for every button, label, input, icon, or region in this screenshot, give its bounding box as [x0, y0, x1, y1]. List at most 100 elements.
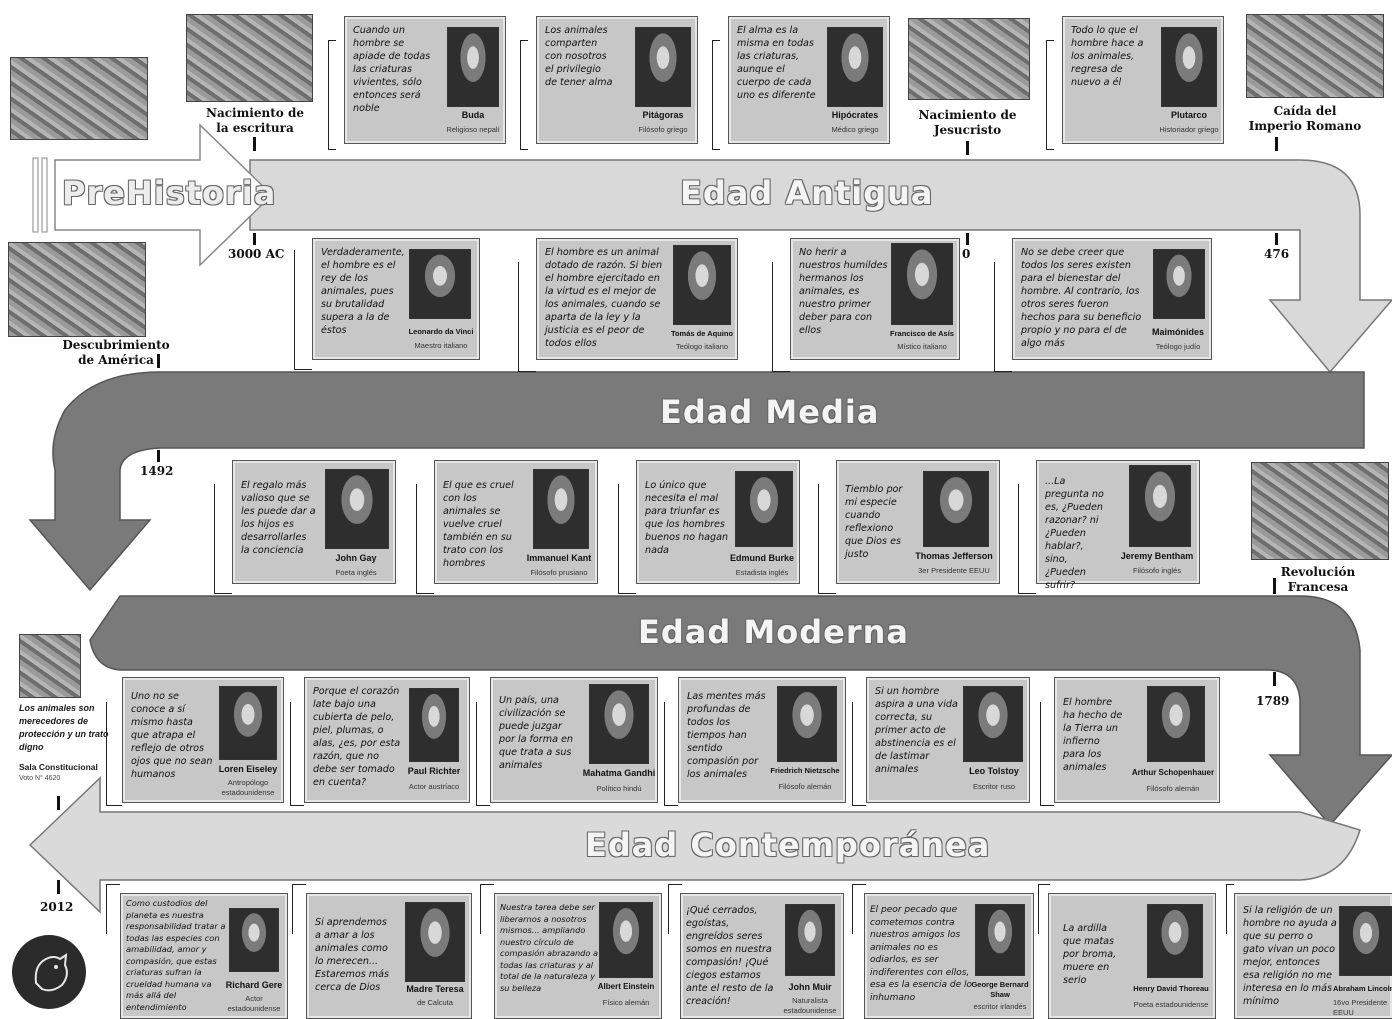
nativity-image [908, 18, 1030, 100]
bracket-contemp2-3 [480, 884, 494, 934]
portrait-pitagoras [635, 27, 691, 107]
card-einstein: Nuestra tarea debe ser liberarnos a noso… [494, 893, 662, 1019]
tick-0 [966, 233, 969, 245]
name-gere: Richard Gere [225, 980, 283, 990]
role-gandhi: Político hindú [596, 784, 642, 793]
name-jefferson: Thomas Jefferson [915, 551, 993, 561]
card-hipocrates: El alma es la misma en todas las criatur… [728, 16, 890, 144]
card-pitagoras: Los animales comparten con nosotros el p… [536, 16, 698, 144]
name-muir: John Muir [788, 982, 832, 992]
portrait-shaw [975, 904, 1025, 976]
year-476: 476 [1264, 247, 1290, 261]
bracket-antigua-4 [1046, 40, 1054, 150]
quote-leonardo: Verdaderamente, el hombre es el rey de l… [321, 247, 405, 336]
bracket-media-2 [518, 262, 536, 372]
bracket-contemp-3 [476, 702, 490, 806]
role-hipocrates: Médico griego [831, 125, 879, 134]
card-aquino: El hombre es un animal dotado de razón. … [536, 238, 738, 360]
cave-painting-image [10, 57, 148, 140]
bracket-contemp2-7 [1226, 884, 1234, 934]
bracket-contemp-2 [290, 702, 304, 806]
bracket-media-3 [772, 262, 790, 372]
prehistoria-stripes [32, 157, 39, 233]
quote-francisco: No herir a nuestros humildes hermanos lo… [799, 247, 888, 336]
name-nietzsche: Friedrich Nietzsche [770, 766, 840, 775]
quote-bentham: ...La pregunta no es, ¿Pueden razonar? n… [1045, 476, 1104, 591]
name-aquino: Tomás de Aquino [670, 329, 734, 338]
quote-muir: ¡Qué cerrados, egoístas, engreídos seres… [686, 905, 774, 1007]
band-media [28, 371, 1365, 592]
role-leonardo: Maestro italiano [414, 341, 468, 350]
role-nietzsche: Filósofo alemán [778, 782, 832, 791]
role-muir: Naturalista estadounidense [783, 996, 837, 1015]
band-contemporanea [28, 776, 1361, 914]
name-eiseley: Loren Eiseley [218, 764, 278, 774]
quote-richter: Porque el corazón late bajo una cubierta… [313, 686, 401, 788]
bracket-contemp2-6 [1038, 884, 1050, 934]
card-schopenhauer: El hombre ha hecho de la Tierra un infie… [1054, 677, 1220, 803]
portrait-buda [447, 27, 499, 107]
quote-nietzsche: Las mentes más profundas de todos los ti… [687, 691, 766, 780]
card-francisco: No herir a nuestros humildes hermanos lo… [790, 238, 960, 360]
name-schopenhauer: Arthur Schopenhauer [1131, 768, 1215, 777]
card-gandhi: Un país, una civilización se puede juzga… [490, 677, 658, 803]
quote-schopenhauer: El hombre ha hecho de la Tierra un infie… [1063, 697, 1123, 773]
tick-romano [1275, 137, 1278, 151]
event-romano: Caída del Imperio Romano [1248, 104, 1362, 133]
role-bentham: Filósofo inglés [1133, 566, 1181, 575]
tick-1492 [157, 450, 160, 462]
card-teresa: Si aprendemos a amar a los animales como… [306, 893, 472, 1019]
quote-aquino: El hombre es un animal dotado de razón. … [545, 247, 663, 349]
role-burke: Estadista inglés [735, 568, 789, 577]
portrait-lincoln [1339, 906, 1392, 976]
band-label-antigua: Edad Antigua [680, 174, 934, 212]
bracket-contemp2-1 [106, 884, 120, 934]
role-einstein: Físico alemán [602, 998, 650, 1007]
band-label-contemporanea: Edad Contemporánea [585, 826, 991, 864]
quote-gay: El regalo más valioso que se les puede d… [241, 480, 316, 556]
role-shaw: escritor irlandés [973, 1002, 1027, 1011]
bastille-image [1251, 462, 1389, 560]
role-francisco: Místico italiano [897, 342, 947, 351]
columbus-image [8, 242, 146, 337]
quote-shaw: El peor pecado que cometemos contra nues… [870, 905, 972, 1003]
quote-gandhi: Un país, una civilización se puede juzga… [499, 695, 573, 771]
roman-fall-image [1246, 14, 1384, 98]
portrait-plutarco [1161, 27, 1217, 107]
portrait-kant [533, 469, 589, 549]
card-lincoln: Si la religión de un hombre no ayuda a q… [1234, 893, 1392, 1019]
card-buda: Cuando un hombre se apiade de todas las … [344, 16, 506, 144]
year-1789: 1789 [1256, 694, 1290, 708]
band-moderna [89, 595, 1392, 827]
name-shaw: George Bernard Shaw [971, 980, 1029, 999]
quote-hipocrates: El alma es la misma en todas las criatur… [737, 25, 816, 101]
quote-thoreau: La ardilla que matas por broma, muere en… [1063, 923, 1117, 986]
card-thoreau: La ardilla que matas por broma, muere en… [1048, 893, 1216, 1019]
card-maimonides: No se debe creer que todos los seres exi… [1012, 238, 1212, 360]
quote-eiseley: Uno no se conoce a sí mismo hasta que at… [131, 691, 213, 780]
name-maimonides: Maimónides [1151, 327, 1204, 337]
card-jefferson: Tiemblo por mi especie cuando reflexiono… [836, 460, 1000, 584]
bracket-contemp2-2 [292, 884, 306, 934]
role-jefferson: 3er Presidente EEUU [918, 566, 990, 575]
role-gere: Actor estadounidense [227, 994, 281, 1013]
hieroglyphs-image [186, 14, 313, 102]
bracket-contemp-6 [1040, 702, 1054, 806]
card-tolstoy: Si un hombre aspira a una vida correcta,… [866, 677, 1030, 803]
bracket-moderna-1 [214, 484, 232, 594]
year-1492: 1492 [140, 464, 174, 478]
year-0: 0 [962, 247, 971, 261]
portrait-tolstoy [963, 686, 1023, 762]
portrait-thoreau [1147, 904, 1203, 978]
name-hipocrates: Hipócrates [831, 110, 879, 120]
bracket-moderna-5 [1018, 484, 1036, 594]
role-buda: Religioso nepalí [446, 125, 500, 134]
quote-pitagoras: Los animales comparten con nosotros el p… [545, 25, 613, 88]
portrait-hipocrates [827, 27, 883, 107]
bracket-contemp-1 [106, 702, 122, 806]
portrait-eiseley [219, 686, 277, 760]
role-richter: Actor austríaco [408, 782, 460, 791]
year-3000ac: 3000 AC [228, 247, 285, 261]
bracket-media-4 [994, 262, 1012, 372]
portrait-bentham [1129, 465, 1191, 547]
